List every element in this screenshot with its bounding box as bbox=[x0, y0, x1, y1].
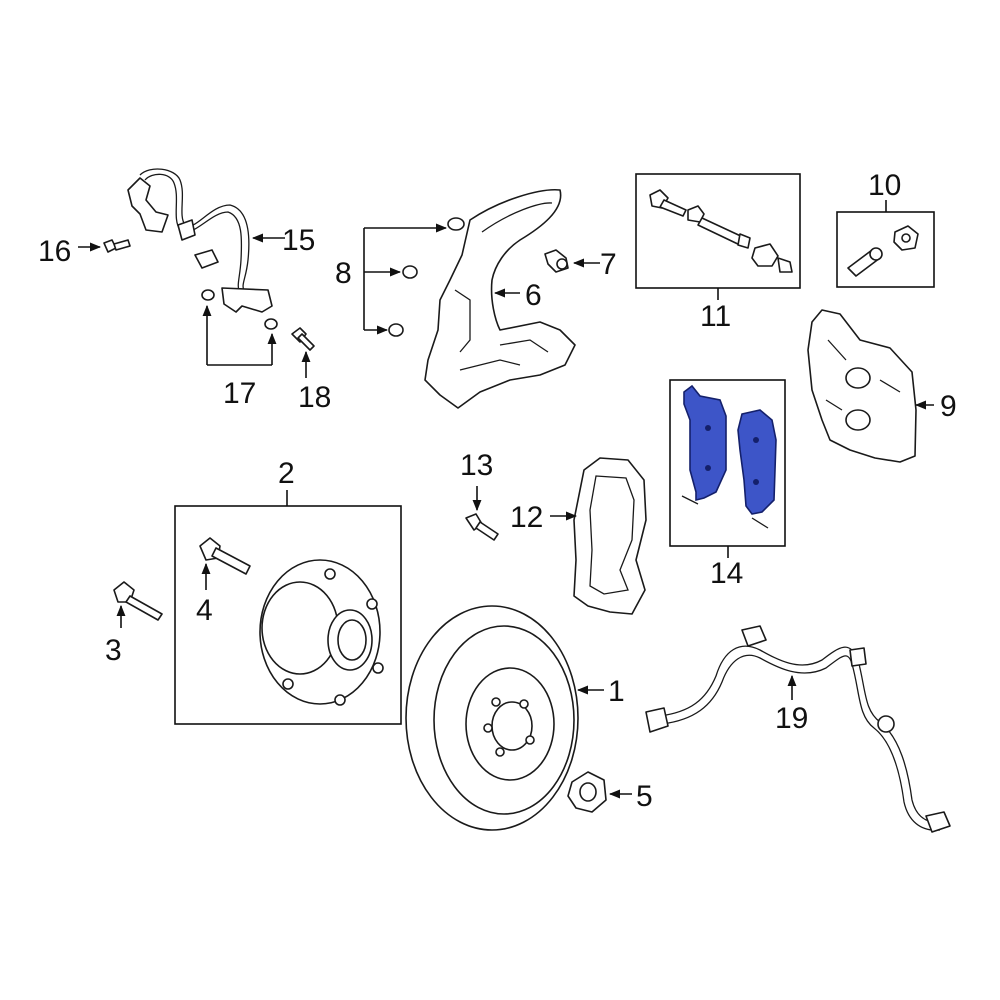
guide-pin-kit-11 bbox=[649, 189, 793, 273]
callout-14: 14 bbox=[710, 557, 743, 590]
callout-19: 19 bbox=[775, 702, 808, 735]
bolt-18 bbox=[291, 327, 315, 351]
stud-bolt-4 bbox=[199, 537, 251, 575]
washers-8 bbox=[388, 217, 465, 337]
callout-9: 9 bbox=[940, 390, 957, 423]
callout-2: 2 bbox=[278, 457, 295, 490]
grommets-17 bbox=[201, 289, 278, 330]
bleeder-kit-10 bbox=[847, 225, 919, 277]
caliper-bracket-12 bbox=[573, 457, 647, 615]
callout-17: 17 bbox=[223, 377, 256, 410]
dust-shield-6 bbox=[424, 189, 576, 409]
callout-8: 8 bbox=[335, 257, 352, 290]
bolt-3 bbox=[113, 581, 163, 621]
callout-7: 7 bbox=[600, 248, 617, 281]
callout-11: 11 bbox=[700, 300, 731, 333]
bolt-7 bbox=[544, 249, 569, 273]
callout-4: 4 bbox=[196, 594, 213, 627]
bolt-16 bbox=[103, 239, 131, 253]
callout-6: 6 bbox=[525, 279, 542, 312]
callout-1: 1 bbox=[608, 675, 625, 708]
speed-sensor-harness-15 bbox=[127, 168, 273, 313]
caliper-9 bbox=[807, 309, 917, 463]
brake-pads-14[interactable] bbox=[681, 384, 777, 529]
callout-10: 10 bbox=[868, 169, 901, 202]
bolt-13 bbox=[465, 513, 499, 541]
abs-sensor-19 bbox=[645, 625, 951, 833]
callout-12: 12 bbox=[510, 501, 543, 534]
callout-16: 16 bbox=[38, 235, 71, 268]
hub-assembly-box bbox=[174, 505, 402, 725]
bleeder-kit-box bbox=[836, 211, 935, 288]
callout-3: 3 bbox=[105, 634, 122, 667]
callout-5: 5 bbox=[636, 780, 653, 813]
brake-rotor-1 bbox=[405, 605, 579, 831]
callout-15: 15 bbox=[282, 224, 315, 257]
hub-nut-5 bbox=[567, 771, 607, 813]
callout-13: 13 bbox=[460, 449, 493, 482]
hub-bearing-2 bbox=[259, 559, 384, 706]
callout-18: 18 bbox=[298, 381, 331, 414]
